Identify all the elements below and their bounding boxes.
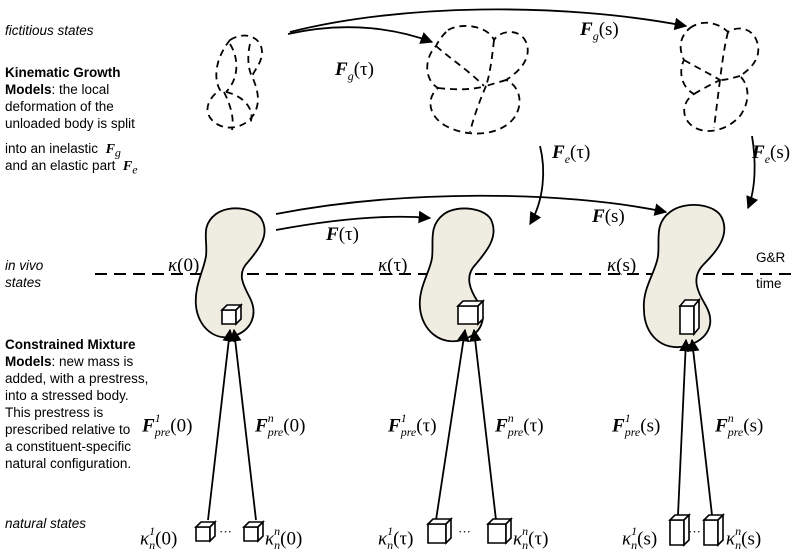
- label-kappa-tau: κ(τ): [378, 255, 408, 276]
- label-kappa-s: κ(s): [607, 255, 637, 276]
- label-kappan-0: κnn(0): [265, 524, 303, 553]
- kgm-e-sub: e: [132, 162, 138, 177]
- cmm-line4: This prestress is: [5, 405, 104, 420]
- fictitious-shape-0: [206, 34, 263, 131]
- label-Fpren-tau: Fnpre(τ): [495, 411, 544, 440]
- arrow-Fpren-tau: [469, 328, 497, 521]
- arrow-Fpre1-s: [677, 338, 692, 516]
- label-kappan-s: κnn(s): [726, 524, 762, 553]
- arrow-Fpren-s: [687, 338, 713, 516]
- arrow-Fe-tau: [529, 145, 545, 226]
- cmm-line6: a constituent-specific: [5, 439, 132, 454]
- cmm-line1: Models: new mass is: [5, 353, 133, 370]
- cube-in-body-s: [678, 297, 701, 337]
- cmm-heading: Constrained Mixture: [5, 337, 136, 352]
- arrow-F-tau: [275, 210, 432, 231]
- cmm-text1: : new mass is: [51, 354, 134, 369]
- arrow-Fpren-0: [229, 328, 257, 521]
- dots-tau: ···: [458, 524, 471, 539]
- natural-cubes-s: [668, 513, 725, 547]
- arrow-Fg-s: [289, 8, 688, 33]
- kgm-text4: into an inelastic: [5, 141, 99, 156]
- kgm-heading2: Models: [5, 82, 52, 97]
- label-Fe-s: Fe(s): [752, 142, 791, 166]
- cube-in-body-tau: [456, 299, 485, 326]
- kgm-Fe-symbol: F: [122, 159, 133, 174]
- kgm-text5: and an elastic part: [5, 158, 116, 173]
- arrow-Fg-tau: [287, 26, 434, 44]
- label-gr: G&R: [756, 250, 786, 265]
- arrow-Fpre1-0: [207, 328, 235, 521]
- label-natural-states: natural states: [5, 516, 87, 531]
- kgm-heading: Kinematic Growth: [5, 65, 121, 80]
- arrow-F-s: [275, 194, 668, 216]
- kgm-line5: and an elastic part Fe: [5, 157, 138, 179]
- kgm-text1: : the local: [51, 82, 110, 97]
- label-Fpren-0: Fnpre(0): [255, 411, 306, 440]
- label-Fg-s: Fg(s): [580, 19, 619, 43]
- cube-in-body-0: [220, 303, 243, 326]
- label-kappa1-0: κ1n(0): [140, 524, 178, 553]
- dots-s: ···: [688, 524, 701, 539]
- arrow-Fe-s: [746, 135, 759, 210]
- arrow-Fpre1-tau: [435, 328, 470, 521]
- label-Fe-tau: Fe(τ): [552, 142, 591, 166]
- cmm-line2: added, with a prestress,: [5, 371, 149, 386]
- kgm-Fg-symbol: F: [105, 142, 115, 157]
- dots-0: ···: [219, 524, 232, 539]
- label-fictitious-states: fictitious states: [5, 23, 94, 38]
- label-Fpre1-s: F1pre(s): [612, 411, 661, 440]
- cmm-line5: prescribed relative to: [5, 422, 131, 437]
- label-Fpren-s: Fnpre(s): [715, 411, 764, 440]
- cmm-line7: natural configuration.: [5, 456, 132, 471]
- kgm-heading-line: Kinematic Growth: [5, 64, 121, 81]
- label-kappa1-tau: κ1n(τ): [378, 524, 414, 553]
- label-F-tau: F(τ): [326, 224, 359, 245]
- kgm-g-sub: g: [114, 145, 121, 160]
- label-states: states: [5, 275, 42, 290]
- label-kappan-tau: κnn(τ): [513, 524, 549, 553]
- kgm-line2: deformation of the: [5, 99, 114, 114]
- label-kappa1-s: κ1n(s): [622, 524, 658, 553]
- kgm-line1: Models: the local: [5, 81, 109, 98]
- fictitious-shape-tau: [426, 25, 529, 135]
- label-F-s: F(s): [592, 206, 625, 227]
- label-kappa-0: κ(0): [168, 255, 200, 276]
- label-in-vivo: in vivo: [5, 258, 44, 273]
- natural-cubes-0: [194, 520, 265, 543]
- label-Fg-tau: Fg(τ): [335, 59, 374, 83]
- cmm-line3: into a stressed body.: [5, 388, 129, 403]
- fictitious-shape-s: [679, 21, 760, 132]
- label-Fpre1-tau: F1pre(τ): [388, 411, 437, 440]
- label-time: time: [756, 276, 782, 291]
- cmm-heading2: Models: [5, 354, 52, 369]
- kgm-line3: unloaded body is split: [5, 116, 135, 131]
- body-0: [194, 207, 266, 339]
- natural-cubes-tau: [426, 517, 513, 545]
- label-Fpre1-0: F1pre(0): [142, 411, 193, 440]
- body-s: [643, 204, 726, 349]
- kgm-line4: into an inelastic Fg: [5, 140, 121, 162]
